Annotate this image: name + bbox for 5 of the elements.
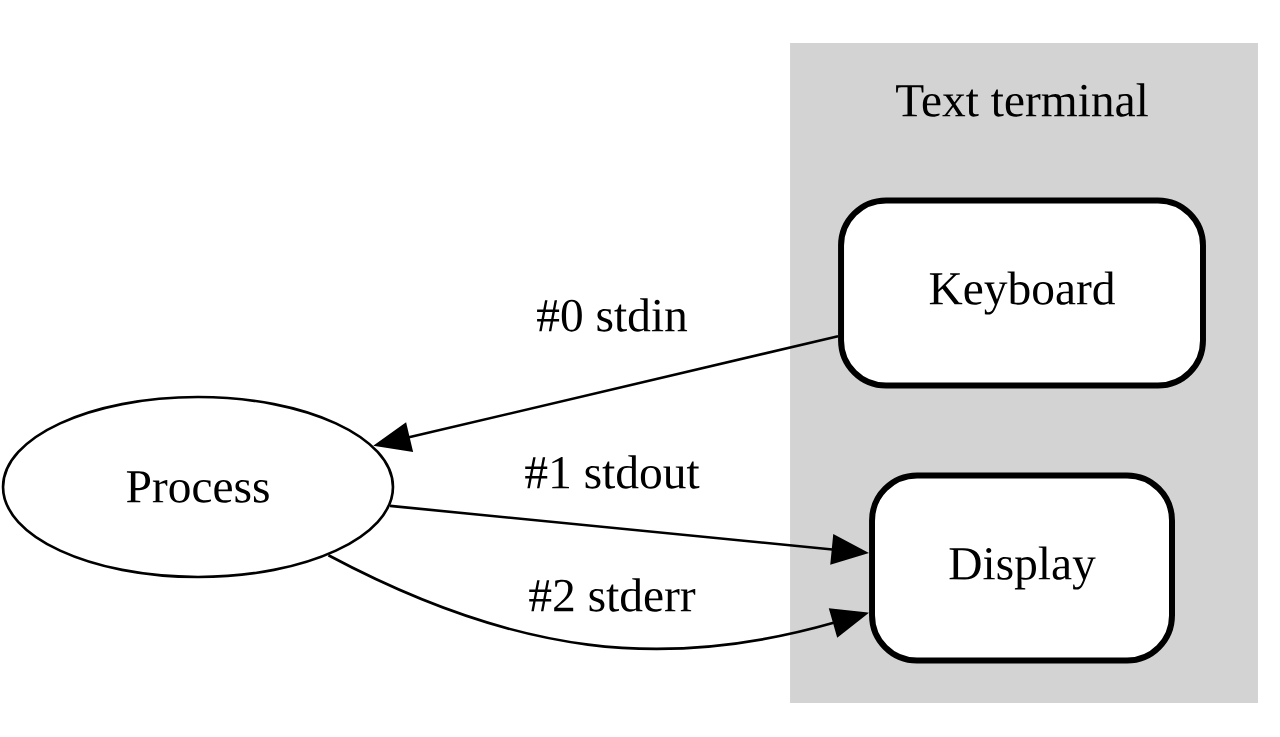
process-box: Display: [869, 472, 1175, 664]
process-box: Keyboard: [838, 197, 1206, 389]
edge-label: #0 stdin: [537, 298, 688, 332]
edge-label: #1 stdout: [525, 455, 700, 489]
edge-label: #2 stderr: [529, 578, 696, 612]
